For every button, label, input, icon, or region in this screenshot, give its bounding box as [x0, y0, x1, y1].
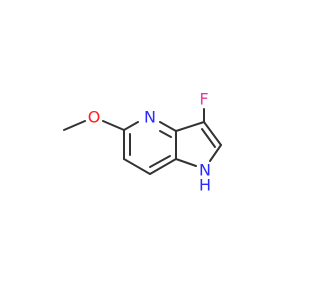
bond-c3-c2-inner — [201, 128, 216, 148]
bond-c5-n4 — [123, 121, 139, 131]
pyridine-nitrogen-label: N — [144, 108, 156, 127]
bond-c7-c6 — [123, 158, 151, 175]
bond-methyl-oxygen — [63, 120, 86, 131]
bond-n4-c3a-inner — [159, 130, 172, 138]
fluorine-atom-label: F — [199, 90, 208, 109]
bond-n4-c3a — [159, 121, 177, 132]
bond-c7a-c7 — [149, 158, 177, 175]
oxygen-atom-label: O — [88, 108, 101, 127]
molecule-structure: F O N N H — [63, 90, 222, 195]
bond-c2-n1 — [209, 144, 222, 162]
pyrrole-hydrogen-label: H — [199, 176, 211, 195]
bond-c3-c2 — [203, 121, 222, 146]
bond-oxygen-ring — [102, 120, 125, 131]
pyrrole-nitrogen-label: N — [199, 161, 211, 180]
bond-c3a-c3 — [175, 121, 205, 132]
bond-n1-c7a — [175, 158, 197, 167]
bond-c7a-c7-inner — [149, 155, 171, 168]
